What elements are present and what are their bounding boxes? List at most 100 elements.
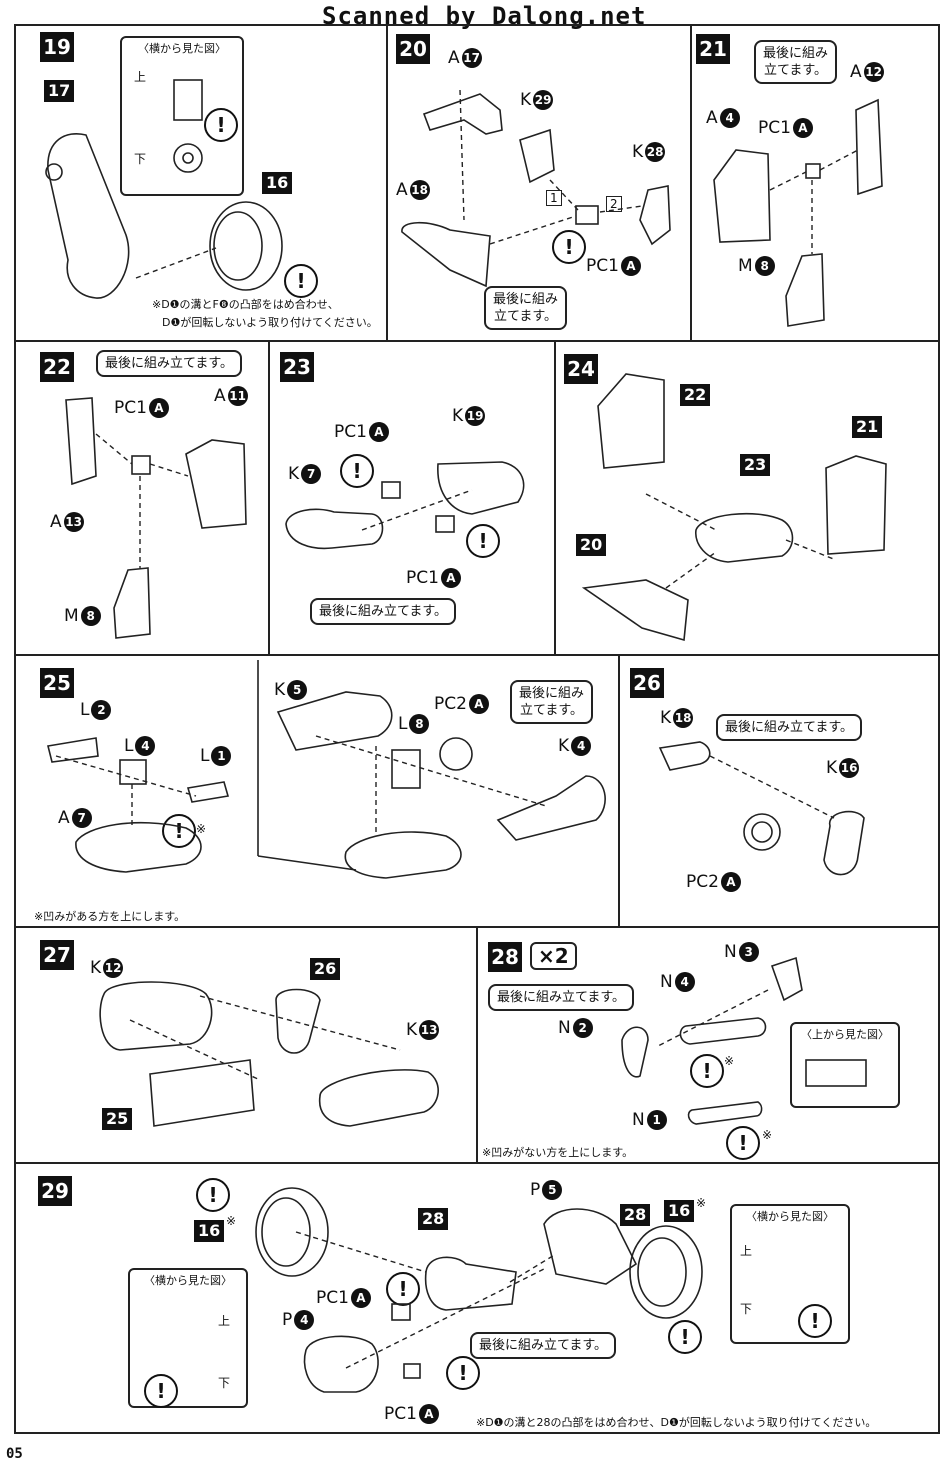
step-20-illustration	[401, 89, 671, 288]
step-28-note: ※凹みがない方を上にします。	[482, 1146, 634, 1159]
step-22-illustration	[65, 397, 247, 639]
warning-icon: !	[196, 1178, 230, 1212]
step-29-illustration	[255, 1187, 703, 1393]
down-label: 下	[740, 1302, 753, 1316]
assemble-last-callout: 最後に組み立てます。	[96, 350, 243, 377]
part-tag-16: 16	[262, 172, 293, 194]
part-tag-25: 25	[102, 1108, 133, 1130]
frame-right	[938, 24, 940, 1434]
warning-icon: !	[386, 1272, 420, 1306]
assemble-last-callout: 最後に組み立てます。	[484, 286, 568, 330]
step-29-note: ※D❶の溝と28の凸部をはめ合わせ、D❶が回転しないよう取り付けてください。	[476, 1416, 877, 1429]
warning-icon: !	[668, 1320, 702, 1354]
warning-icon: !	[340, 454, 374, 488]
warning-icon: !	[284, 264, 318, 298]
part-tag-17: 17	[44, 80, 75, 102]
assemble-last-callout: 最後に組み立てます。	[488, 984, 635, 1011]
frame-left	[14, 24, 16, 1434]
step-19-note-line2: D❶が回転しないよう取り付けてください。	[162, 316, 378, 329]
step-21-illustration	[713, 98, 883, 327]
divider-25-26	[618, 654, 620, 926]
asterisk-mark: ※	[196, 822, 207, 836]
step-27-number: 27	[40, 940, 74, 970]
side-view-title: 〈横から見た図〉	[138, 42, 226, 55]
warning-icon: !	[466, 524, 500, 558]
warning-icon: !	[144, 1374, 178, 1408]
step-19-number: 19	[40, 32, 74, 62]
part-tag-23: 23	[740, 454, 771, 476]
top-view-inset: 〈上から見た図〉	[790, 1022, 900, 1108]
assemble-last-callout: 最後に組み立てます。	[310, 598, 457, 625]
part-tag-28: 28	[620, 1204, 651, 1226]
part-tag-20: 20	[576, 534, 607, 556]
warning-icon: !	[204, 108, 238, 142]
divider-19-20	[386, 24, 388, 340]
step-23-number: 23	[280, 352, 314, 382]
divider-27-28	[476, 926, 478, 1162]
part-tag-28: 28	[418, 1208, 449, 1230]
frame-row2-bottom	[14, 654, 940, 656]
warning-icon: !	[690, 1054, 724, 1088]
asterisk-mark: ※	[696, 1196, 707, 1210]
step-21-number: 21	[696, 34, 730, 64]
warning-icon: !	[552, 230, 586, 264]
step-26-number: 26	[630, 668, 664, 698]
frame-row1-bottom	[14, 340, 940, 342]
step-25-illustration	[47, 660, 606, 879]
warning-icon: !	[798, 1304, 832, 1338]
up-label: 上	[218, 1314, 231, 1328]
step-28-illustration	[621, 956, 867, 1125]
divider-23-24	[554, 340, 556, 654]
warning-icon: !	[726, 1126, 760, 1160]
step-27-illustration	[99, 981, 439, 1127]
side-view-title: 〈横から見た図〉	[746, 1210, 834, 1223]
side-view-title: 〈横から見た図〉	[144, 1274, 232, 1287]
step-24-number: 24	[564, 354, 598, 384]
step-19-illustration	[45, 79, 283, 299]
top-view-title: 〈上から見た図〉	[801, 1028, 889, 1041]
step-22-number: 22	[40, 352, 74, 382]
side-view-inset: 〈横から見た図〉	[730, 1204, 850, 1344]
frame-bottom	[14, 1432, 940, 1434]
down-label: 下	[134, 152, 147, 166]
assemble-last-callout: 最後に組み立てます。	[470, 1332, 617, 1359]
divider-20-21	[690, 24, 692, 340]
page-number: 05	[6, 1446, 23, 1462]
warning-icon: !	[162, 814, 196, 848]
asterisk-mark: ※	[724, 1054, 735, 1068]
step-26-illustration	[658, 741, 865, 876]
asterisk-mark: ※	[762, 1128, 773, 1142]
part-tag-16: 16	[664, 1200, 695, 1222]
frame-top	[14, 24, 940, 26]
part-tag-21: 21	[852, 416, 883, 438]
